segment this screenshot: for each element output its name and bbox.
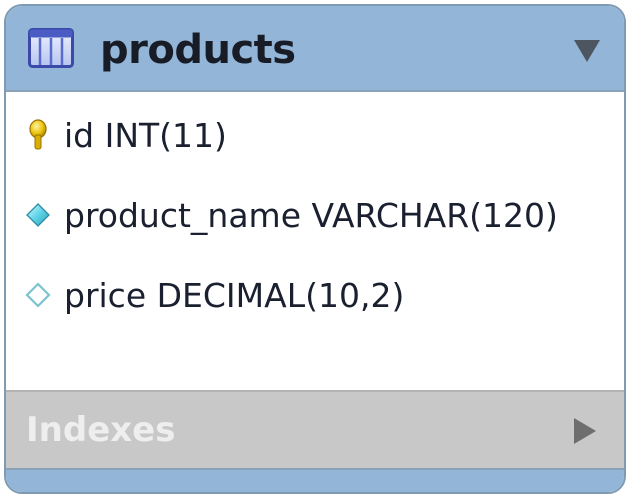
column-row[interactable]: id INT(11) xyxy=(6,106,624,166)
table-footer xyxy=(6,468,624,492)
column-row[interactable]: price DECIMAL(10,2) xyxy=(6,266,624,326)
table-entity-products[interactable]: products id INT(11) xyxy=(4,4,626,494)
indexes-section[interactable]: Indexes xyxy=(6,390,624,468)
columns-list: id INT(11) product_name VARCHAR(120) pri… xyxy=(6,92,624,390)
table-grid-icon xyxy=(28,28,74,68)
column-label: price DECIMAL(10,2) xyxy=(64,276,405,315)
triangle-down-icon[interactable] xyxy=(572,36,602,64)
column-label: id INT(11) xyxy=(64,116,227,155)
column-label: product_name VARCHAR(120) xyxy=(64,196,558,235)
column-row[interactable]: product_name VARCHAR(120) xyxy=(6,186,624,246)
table-header[interactable]: products xyxy=(6,6,624,92)
indexes-label: Indexes xyxy=(26,410,176,450)
not-null-column-icon xyxy=(26,203,50,227)
primary-key-icon xyxy=(29,119,47,150)
triangle-right-icon[interactable] xyxy=(570,416,598,446)
table-name: products xyxy=(100,27,296,73)
nullable-column-icon xyxy=(25,282,51,308)
